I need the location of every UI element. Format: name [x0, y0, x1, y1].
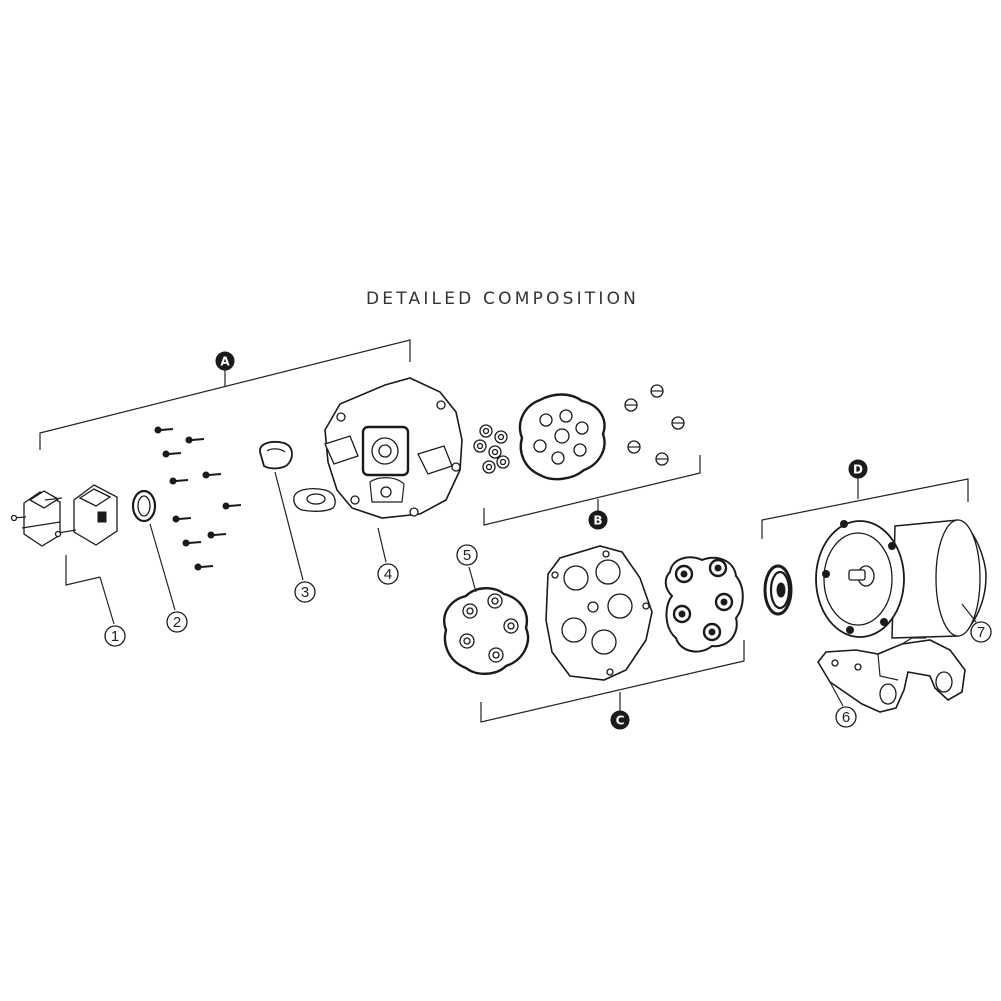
group-c-badge: [610, 710, 630, 730]
part-2-seal-and-screws: [131, 426, 242, 571]
part-5-diaphragm: [443, 587, 530, 675]
part-4-number: 4: [384, 566, 392, 583]
valve-caps: [624, 384, 685, 466]
part-6-mounting-base: [817, 637, 966, 713]
diagram-title: DETAILED COMPOSITION: [366, 289, 639, 309]
callout-1: 1: [65, 555, 126, 647]
wobble-plate-assembly: [664, 556, 744, 653]
screw-set: [154, 426, 242, 571]
bracket-group-d: D: [761, 459, 969, 539]
callout-3: 3: [274, 471, 316, 603]
part-4-pump-head: [324, 377, 463, 519]
callout-2: 2: [149, 523, 188, 633]
part-1-number: 1: [111, 628, 119, 645]
motor-bearing: [763, 564, 793, 616]
part-2-number: 2: [173, 614, 181, 631]
part-3-number: 3: [301, 584, 309, 601]
callout-6: 6: [829, 681, 857, 728]
group-d-badge: [848, 459, 868, 479]
callout-7: 7: [961, 603, 992, 643]
group-b-badge: [588, 510, 608, 530]
valve-washers: [473, 424, 510, 474]
part-5-number: 5: [463, 547, 471, 564]
part-7-motor: [815, 519, 987, 639]
group-b-label: B: [593, 514, 602, 528]
group-d-label: D: [853, 463, 863, 477]
group-c-label: C: [616, 714, 625, 728]
valve-assembly: [518, 393, 606, 481]
callout-4: 4: [377, 527, 399, 585]
bracket-group-c: C: [480, 640, 745, 730]
group-a-badge: [215, 351, 235, 371]
bracket-group-b: B: [483, 455, 701, 530]
group-a-label: A: [220, 355, 230, 369]
bracket-group-a: A: [39, 339, 411, 450]
part-1-pressure-switch: [10, 484, 118, 547]
part-7-number: 7: [977, 624, 985, 641]
callout-5: 5: [456, 544, 478, 593]
part-6-number: 6: [842, 709, 850, 726]
diaphragm-housing-plate: [545, 545, 653, 681]
part-3-check-valves: [259, 440, 336, 512]
